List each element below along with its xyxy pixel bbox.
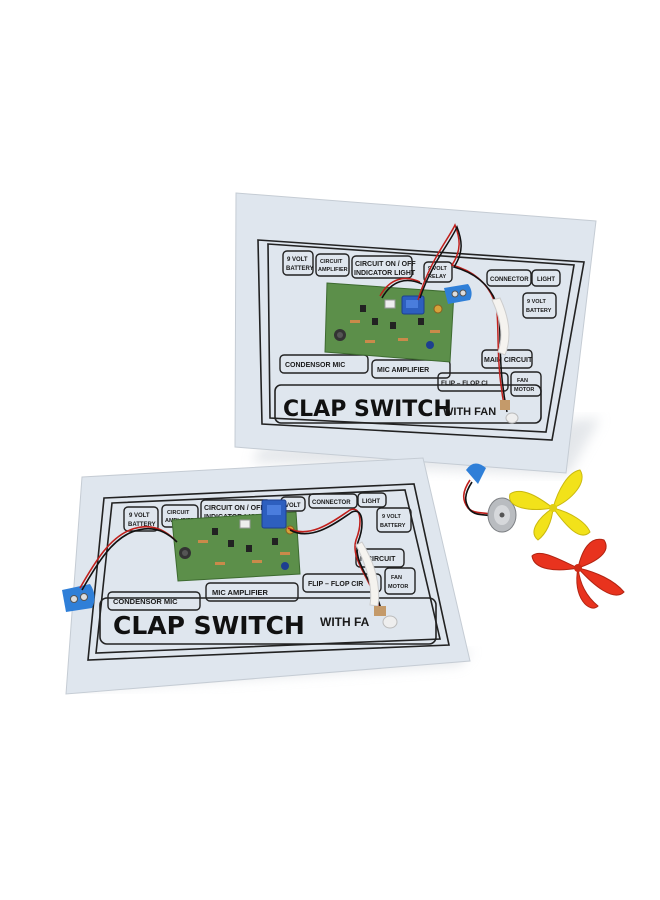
back-board-subtitle: WITH FAN <box>443 406 496 418</box>
front-mic-amp-box <box>205 582 299 602</box>
front-board-subtitle: WITH FA <box>320 615 370 629</box>
back-label-relay-2: RELAY <box>428 274 446 280</box>
front-battery-right-box <box>376 507 412 533</box>
back-label-fan-motor-1: FAN <box>517 378 528 384</box>
back-flipflop-box <box>437 372 509 392</box>
back-fan-motor-box <box>510 371 542 397</box>
front-bulb <box>355 541 398 629</box>
back-battery-box <box>282 250 314 276</box>
front-board-title: CLAP SWITCH <box>113 611 305 640</box>
back-label-amplifier-1: CIRCUIT <box>320 259 343 265</box>
front-label-connector: CONNECTOR <box>312 500 351 506</box>
back-amplifier-box <box>315 253 350 277</box>
front-board-outline <box>87 483 450 661</box>
motor-assembly <box>462 463 517 533</box>
back-label-indicator-1: CIRCUIT ON / OFF <box>355 261 416 268</box>
front-main-circuit-box <box>355 548 405 568</box>
back-board: 9 VOLT BATTERY CIRCUIT AMPLIFIER CIRCUIT… <box>234 192 600 475</box>
back-battery-right-box <box>522 292 557 319</box>
red-fan <box>531 538 625 609</box>
front-board: 9 VOLT BATTERY CIRCUIT AMPLIFIER CIRCUIT… <box>62 457 472 695</box>
front-light-box <box>357 492 387 508</box>
front-label-amplifier-1: CIRCUIT <box>167 510 190 516</box>
back-label-indicator-2: INDICATOR LIGHT <box>354 270 416 277</box>
front-flipflop-box <box>302 573 382 593</box>
front-label-battery-right-1: 9 VOLT <box>382 514 401 520</box>
back-label-battery-right-1: 9 VOLT <box>527 299 546 305</box>
front-label-battery-right-2: BATTERY <box>380 523 406 529</box>
front-mic-box <box>107 591 201 611</box>
front-label-relay: VOLT <box>285 503 301 509</box>
front-wires <box>79 508 383 613</box>
back-indicator-box <box>351 255 413 279</box>
motor-battery-clip <box>466 463 486 484</box>
back-board-outline <box>257 239 585 441</box>
back-label-mic-amplifier: MIC AMPLIFIER <box>377 367 429 374</box>
front-fan-motor-box <box>384 567 416 595</box>
front-label-indicator-1: CIRCUIT ON / OFF <box>204 505 265 512</box>
back-label-battery-2: BATTERY <box>286 266 314 272</box>
back-label-connector: CONNECTOR <box>490 277 529 283</box>
back-label-amplifier-2: AMPLIFIER <box>318 267 348 273</box>
front-battery-box <box>123 506 159 532</box>
front-label-main-circuit: N CIRCUIT <box>360 556 396 563</box>
back-label-flipflop: FLIP – FLOP CI <box>441 380 488 387</box>
back-label-relay-1: 9 VOLT <box>428 266 447 272</box>
back-connector-box <box>486 269 532 287</box>
back-label-fan-motor-2: MOTOR <box>514 387 534 393</box>
back-label-light: LIGHT <box>537 277 555 283</box>
back-relay-box <box>423 261 453 283</box>
yellow-fan <box>509 469 591 541</box>
back-pcb <box>324 282 455 363</box>
back-battery-clip <box>444 284 472 304</box>
back-label-battery-1: 9 VOLT <box>287 257 308 263</box>
back-light-box <box>531 269 561 287</box>
front-label-fan-motor-1: FAN <box>391 575 402 581</box>
front-label-light: LIGHT <box>362 499 380 505</box>
back-label-main-circuit: MAIN CIRCUIT <box>484 357 533 364</box>
front-label-mic-amplifier: MIC AMPLIFIER <box>212 588 269 597</box>
front-pcb <box>171 499 301 582</box>
front-connector-box <box>308 493 358 509</box>
front-label-flipflop: FLIP – FLOP CIR <box>308 581 363 588</box>
back-bulb <box>491 297 519 424</box>
back-label-condensor-mic: CONDENSOR MIC <box>285 362 345 369</box>
back-label-battery-right-2: BATTERY <box>526 308 552 314</box>
back-mic-amp-box <box>371 359 451 379</box>
front-label-condensor-mic: CONDENSOR MIC <box>113 597 178 606</box>
back-board-title: CLAP SWITCH <box>283 397 452 422</box>
front-label-battery-2: BATTERY <box>128 522 156 528</box>
back-mic-box <box>279 354 369 374</box>
front-battery-clip <box>62 584 95 612</box>
front-label-battery-1: 9 VOLT <box>129 513 150 519</box>
front-label-fan-motor-2: MOTOR <box>388 584 408 590</box>
